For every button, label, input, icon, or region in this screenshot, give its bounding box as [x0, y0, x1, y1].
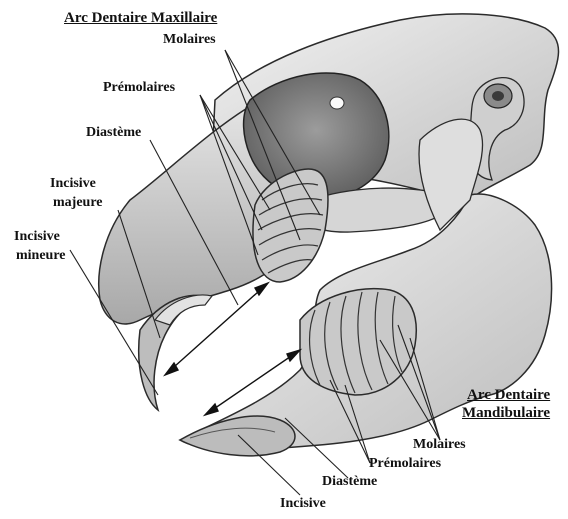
label-incisive-majeure-1: Incisive [50, 176, 96, 192]
label-molaires-top: Molaires [163, 32, 216, 48]
label-diasteme-top: Diastème [86, 125, 141, 141]
label-incisive-mineure-1: Incisive [14, 229, 60, 245]
label-diasteme-bottom: Diastème [322, 474, 377, 490]
label-incisive-bottom: Incisive [280, 496, 326, 512]
label-premolaires-top: Prémolaires [103, 80, 175, 96]
label-molaires-bottom: Molaires [413, 437, 466, 453]
label-incisive-majeure-2: majeure [53, 195, 103, 211]
label-arc-maxillaire: Arc Dentaire Maxillaire [64, 10, 217, 26]
label-arc-mandibulaire-2: Mandibulaire [462, 405, 550, 421]
label-arc-mandibulaire-1: Arc Dentaire [467, 387, 550, 403]
label-premolaires-bottom: Prémolaires [369, 456, 441, 472]
foramen [330, 97, 344, 109]
label-incisive-mineure-2: mineure [16, 248, 66, 264]
